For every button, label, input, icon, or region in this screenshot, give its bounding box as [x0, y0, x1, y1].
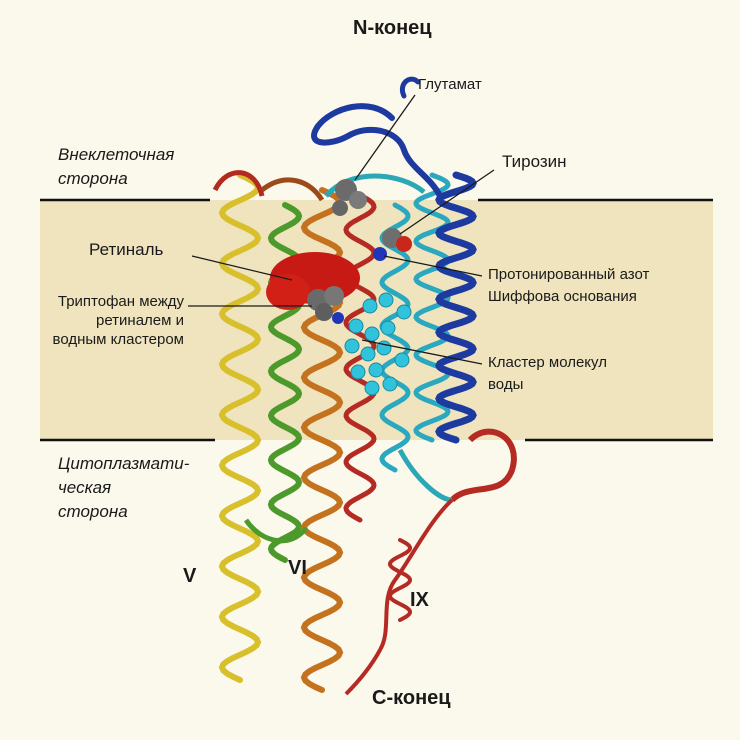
- cytoplasmic-loop: [449, 428, 517, 503]
- helix-red: [343, 192, 377, 523]
- c-terminal-tail: [344, 498, 454, 696]
- helix-cyan-2: [413, 172, 451, 443]
- water-molecule: [378, 292, 394, 308]
- tryptophan-label-line: водным кластером: [52, 331, 184, 348]
- transmembrane-helices: [218, 171, 477, 693]
- leader-retinal: [191, 255, 293, 281]
- water-molecule: [364, 380, 380, 396]
- leader-schiff-base: [383, 255, 483, 277]
- water-molecule: [396, 304, 412, 320]
- tryptophan-label-line: ретиналем и: [95, 312, 184, 329]
- helix-cyan: [379, 202, 411, 473]
- water-molecule: [350, 364, 366, 380]
- tyrosine-label: Тирозин: [502, 152, 567, 171]
- helix-vi-label: VI: [288, 557, 307, 579]
- water-cluster-line: воды: [488, 376, 524, 393]
- cytoplasmic-side-line: ческая: [58, 478, 112, 497]
- cytoplasmic-loop: [243, 518, 309, 544]
- leader-water-cluster: [361, 339, 483, 365]
- helix-blue: [435, 171, 477, 444]
- leader-lines: [188, 94, 495, 365]
- tyrosine-atom: [396, 236, 412, 252]
- water-molecule: [382, 376, 398, 392]
- protonated-nitrogen-label: Протонированный азот Шиффова основания: [488, 264, 649, 308]
- extracellular-loop: [324, 173, 426, 198]
- glutamate-atom: [349, 191, 367, 209]
- extracellular-loop: [260, 177, 325, 202]
- helix-ix-label: IX: [410, 589, 429, 611]
- helix-v: [218, 172, 262, 683]
- connecting-loops: [212, 76, 517, 696]
- cytoplasmic-loop: [397, 448, 453, 503]
- n-terminal-loop: [311, 103, 443, 199]
- glutamate-atom: [332, 200, 348, 216]
- water-molecule: [360, 346, 376, 362]
- tryptophan-label: Триптофан между ретиналем и водным класт…: [20, 292, 184, 349]
- leader-glutamate: [354, 94, 416, 181]
- water-cluster-label: Кластер молекул воды: [488, 352, 607, 396]
- water-molecule: [344, 338, 360, 354]
- c-terminus-label: С-конец: [372, 687, 451, 709]
- tryptophan-atom: [315, 303, 333, 321]
- extracellular-side-label: Внеклеточная сторона: [58, 143, 174, 191]
- protonated-nitrogen-line: Шиффова основания: [488, 288, 637, 305]
- cytoplasmic-side-label: Цитоплазмати- ческая сторона: [58, 452, 189, 524]
- water-cluster: [344, 292, 412, 396]
- extracellular-loop: [212, 170, 265, 197]
- extracellular-side-line: Внеклеточная: [58, 145, 175, 164]
- helix-ix: [388, 538, 412, 622]
- retinal-chromophore: [266, 179, 412, 396]
- cytoplasmic-side-line: сторона: [58, 502, 128, 521]
- water-molecule: [362, 298, 378, 314]
- tryptophan-label-line: Триптофан между: [57, 293, 184, 310]
- protonated-nitrogen-line: Протонированный азот: [488, 266, 650, 283]
- water-molecule: [348, 318, 364, 334]
- cytoplasmic-side-line: Цитоплазмати-: [58, 454, 190, 473]
- membrane-band: [40, 200, 713, 440]
- glutamate-label: Глутамат: [418, 76, 482, 93]
- nitrogen-atom: [332, 312, 344, 324]
- water-molecule: [394, 352, 410, 368]
- leader-tyrosine: [399, 169, 495, 235]
- retinal-label: Ретиналь: [89, 240, 164, 259]
- retinal-molecule: [266, 274, 310, 310]
- n-terminus-label: N-конец: [353, 17, 432, 39]
- schiff-base-nitrogen: [373, 247, 387, 261]
- water-molecule: [368, 362, 384, 378]
- helix-v-label: V: [183, 565, 197, 587]
- water-cluster-line: Кластер молекул: [488, 354, 607, 371]
- extracellular-side-line: сторона: [58, 169, 128, 188]
- n-terminal-loop: [400, 76, 421, 99]
- tryptophan-atom: [324, 286, 344, 306]
- water-molecule: [364, 326, 380, 342]
- water-molecule: [380, 320, 396, 336]
